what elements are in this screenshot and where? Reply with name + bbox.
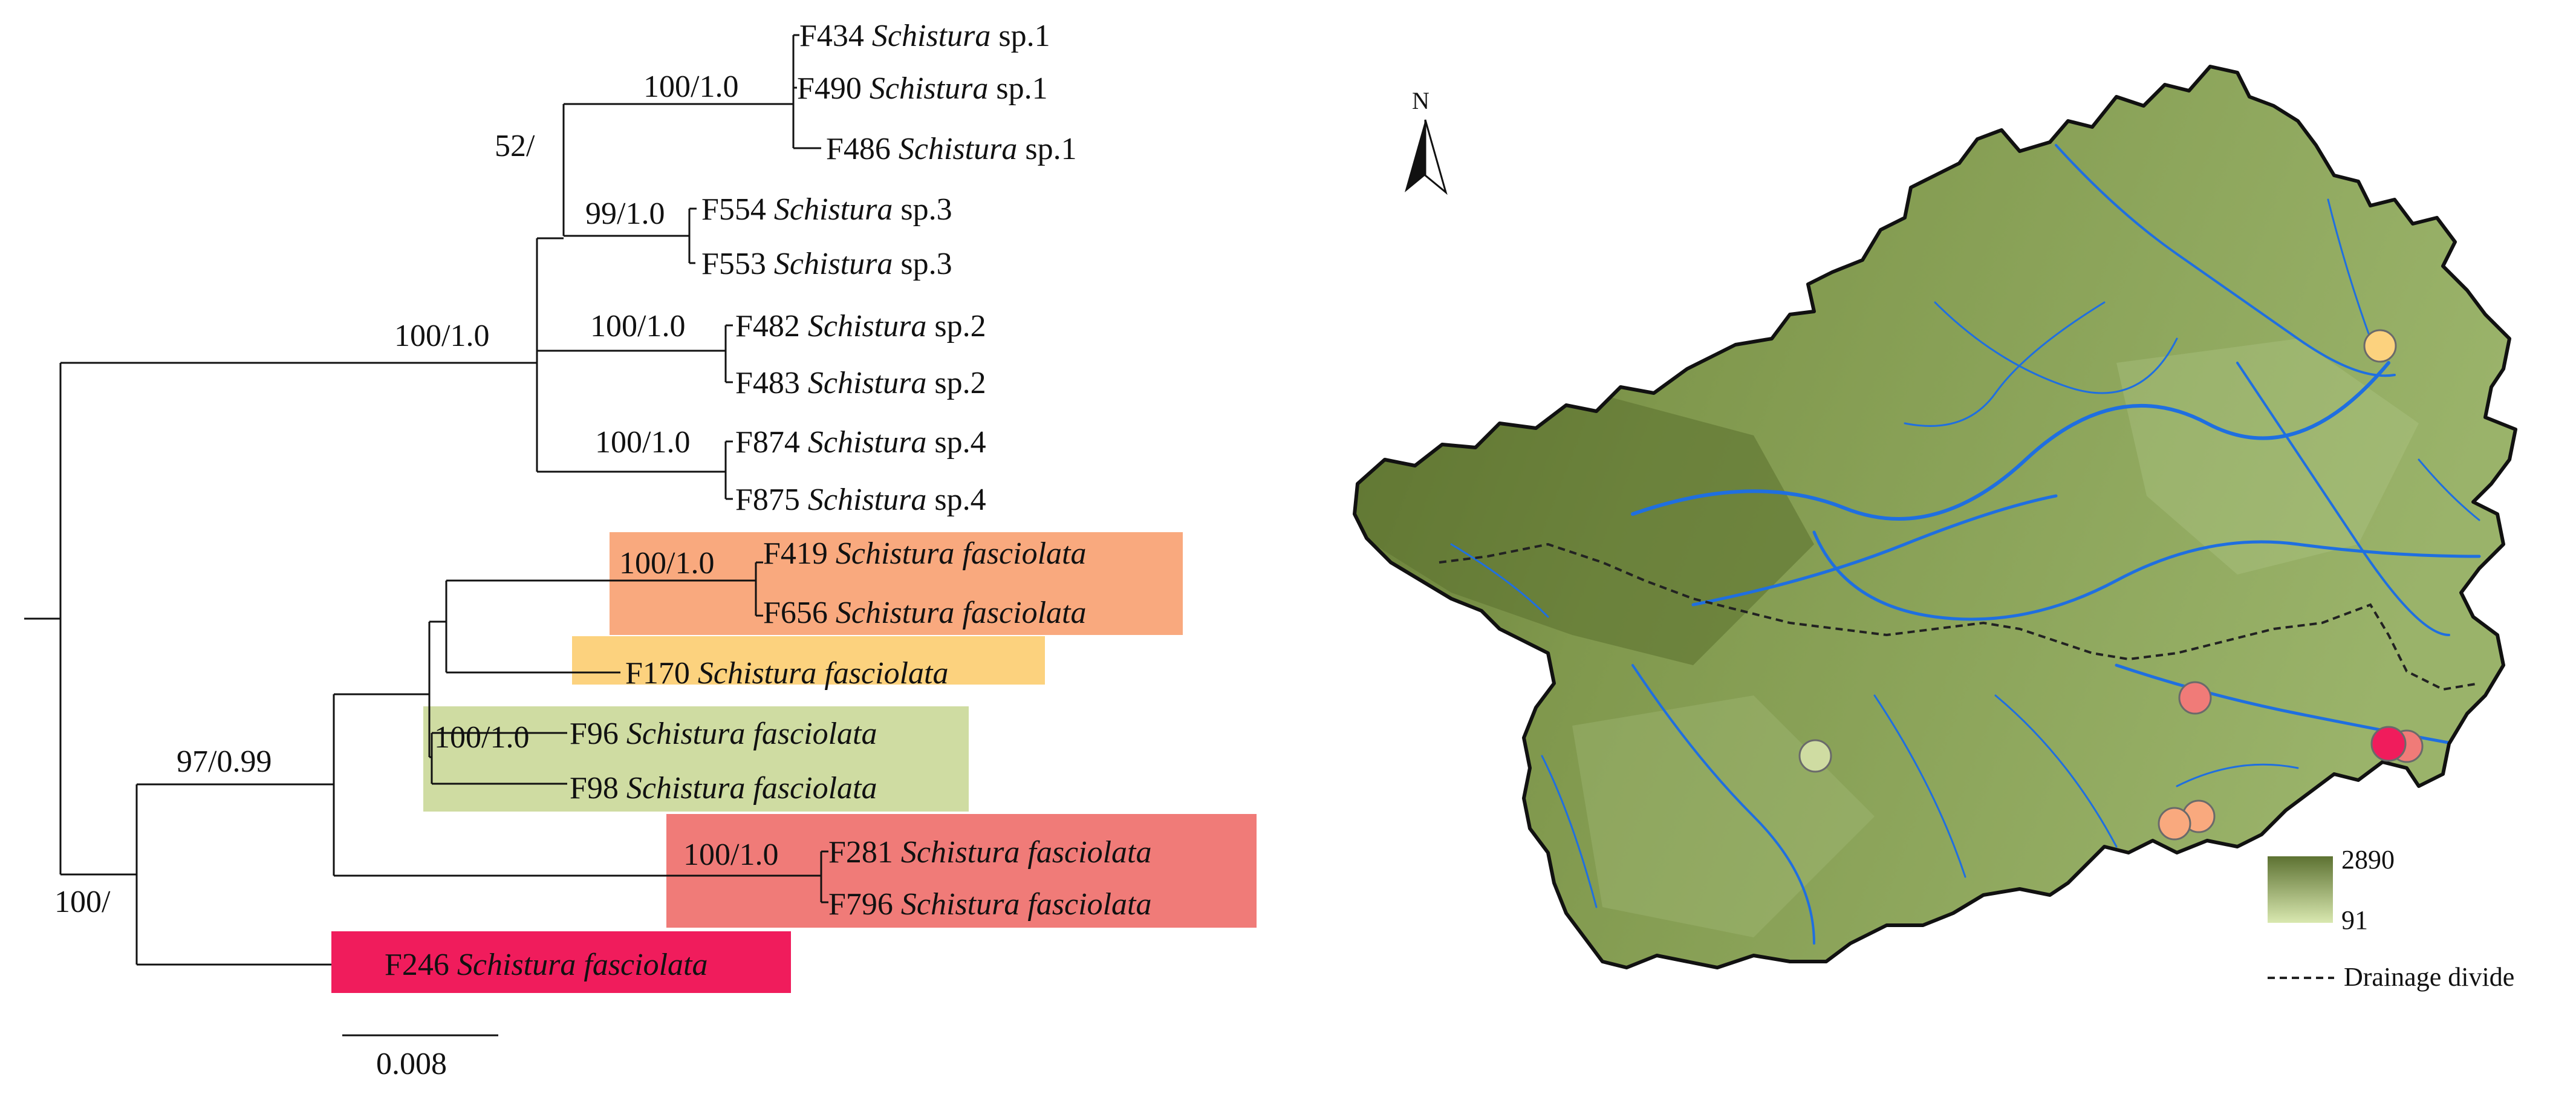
- support-label: 100/1.0: [619, 546, 714, 581]
- support-label: 100/1.0: [590, 309, 685, 343]
- support-label: 100/1.0: [394, 319, 489, 353]
- highlight-f246: [331, 931, 791, 993]
- tip-label: F553 Schistura sp.3: [701, 247, 952, 281]
- sample-site-marker: [2178, 681, 2212, 715]
- support-label: 52/: [495, 129, 535, 163]
- highlight-f281-f796: [666, 814, 1257, 928]
- sample-sites: [1798, 329, 2424, 841]
- tip-label: F170 Schistura fasciolata: [625, 656, 948, 691]
- tip-labels: F434 Schistura sp.1 F490 Schistura sp.1 …: [385, 19, 1151, 982]
- drainage-divide-legend: Drainage divide: [2268, 962, 2514, 992]
- tip-label: F554 Schistura sp.3: [701, 192, 952, 227]
- tip-label: F98 Schistura fasciolata: [570, 771, 877, 806]
- tip-label: F483 Schistura sp.2: [735, 366, 986, 400]
- phylogenetic-tree: F434 Schistura sp.1 F490 Schistura sp.1 …: [24, 19, 1257, 1081]
- support-label: 99/1.0: [585, 197, 665, 231]
- elevation-min-label: 91: [2341, 905, 2368, 935]
- sample-site-marker: [2158, 807, 2191, 841]
- tip-label: F656 Schistura fasciolata: [763, 596, 1086, 630]
- support-label: 97/0.99: [177, 744, 272, 779]
- tip-label: F875 Schistura sp.4: [735, 483, 986, 517]
- tip-label: F490 Schistura sp.1: [797, 71, 1048, 106]
- tip-label: F486 Schistura sp.1: [826, 132, 1077, 166]
- highlight-f96-f98: [423, 706, 969, 812]
- sample-site-marker: [1798, 739, 1832, 773]
- scale-bar-label: 0.008: [376, 1047, 447, 1081]
- support-label: 100/1.0: [683, 838, 778, 872]
- tip-label: F434 Schistura sp.1: [799, 19, 1050, 53]
- tree-branches: [24, 34, 828, 1037]
- support-label: 100/1.0: [643, 70, 738, 104]
- distribution-map: N: [1353, 65, 2517, 992]
- tip-label: F419 Schistura fasciolata: [763, 536, 1086, 571]
- sample-site-marker: [2363, 329, 2397, 363]
- tip-label: F874 Schistura sp.4: [735, 425, 986, 460]
- tip-label: F96 Schistura fasciolata: [570, 717, 877, 751]
- support-label: 100/: [54, 885, 111, 919]
- tip-label: F482 Schistura sp.2: [735, 309, 986, 343]
- highlight-f419-f656: [610, 532, 1183, 635]
- support-label: 100/1.0: [595, 425, 690, 460]
- elevation-max-label: 2890: [2341, 845, 2395, 874]
- north-label: N: [1412, 87, 1429, 114]
- support-label: 100/1.0: [434, 720, 529, 755]
- province-border: [1353, 65, 2517, 969]
- support-values: 100/1.0 52/ 99/1.0 100/1.0 100/1.0 100/1…: [54, 70, 778, 919]
- drainage-divide-line: [1439, 542, 2480, 691]
- tip-label: F796 Schistura fasciolata: [828, 887, 1151, 922]
- highlight-f170: [572, 636, 1045, 685]
- province-landmass: [1353, 65, 2517, 969]
- sample-site-marker: [2370, 726, 2407, 762]
- elevation-ramp: [2268, 856, 2333, 923]
- north-arrow-icon: N: [1405, 87, 1448, 195]
- drainage-divide-label: Drainage divide: [2344, 962, 2514, 992]
- elevation-legend: 2890 91: [2268, 845, 2395, 935]
- tip-label: F246 Schistura fasciolata: [385, 948, 707, 982]
- tip-label: F281 Schistura fasciolata: [828, 835, 1151, 870]
